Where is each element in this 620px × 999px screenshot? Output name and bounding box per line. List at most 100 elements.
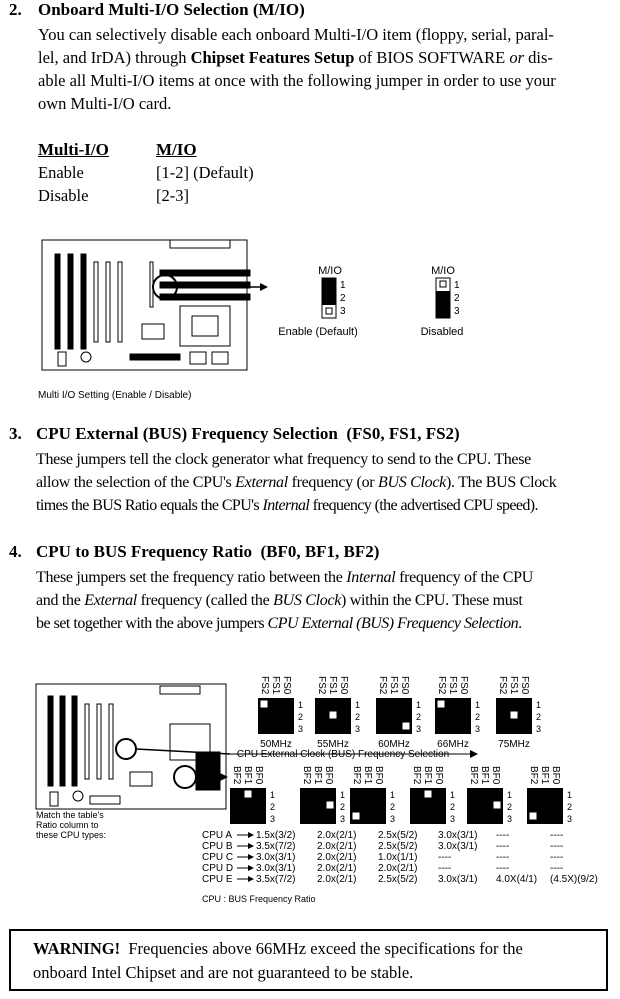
section-3-number: 3.: [9, 424, 22, 443]
fs-pin-label: 1: [536, 700, 541, 710]
match-note-line-2: Ratio column to: [36, 820, 99, 830]
fs-pin-label: 2: [475, 712, 480, 722]
sec3-line-2: allow the selection of the CPU's Externa…: [36, 474, 557, 491]
enable-pin-3: [325, 307, 333, 315]
ratio-cell: ----: [496, 852, 509, 863]
ratio-cell: 1.5x(3/2): [256, 830, 295, 841]
bf-label: BF2: [528, 766, 539, 785]
cpu-name: CPU C: [202, 852, 233, 863]
table-header-multi-io: Multi-I/O: [38, 140, 109, 159]
section-2-number: 2.: [9, 0, 22, 19]
bf-open-pin: [492, 800, 502, 810]
motherboard-drawing: [41, 239, 251, 371]
fs-pin-label: 3: [298, 724, 303, 734]
fs-pin-label: 2: [355, 712, 360, 722]
fs-pin-label: 2: [536, 712, 541, 722]
freq-label: 55MHz: [317, 739, 349, 750]
freq-caption: CPU External Clock (BUS) Frequency Selec…: [237, 749, 449, 760]
enable-jumper-cap: [322, 278, 336, 305]
bf-pin-label: 1: [450, 790, 455, 800]
fs-pin-label: 3: [416, 724, 421, 734]
fs-label: FS1: [327, 676, 338, 695]
ratio-cell: 3.0x(3/1): [438, 830, 477, 841]
freq-label: 60MHz: [378, 739, 410, 750]
ratio-cell: 3.5x(7/2): [256, 841, 295, 852]
ratio-cell: 2.0x(2/1): [317, 852, 356, 863]
ratio-cell: ----: [438, 852, 451, 863]
fs-label: FS2: [259, 676, 270, 695]
enable-pin-label-3: 3: [340, 306, 346, 317]
sec4-line-2: and the External frequency (called the B…: [36, 592, 523, 609]
warning-label: WARNING!: [33, 939, 121, 958]
bf-pin-label: 1: [390, 790, 395, 800]
section-2-title: Onboard Multi-I/O Selection (M/IO): [38, 0, 305, 19]
fs-open-pin: [509, 710, 519, 720]
ratio-cell: 2.5x(5/2): [378, 841, 417, 852]
cpu-arrowhead: [248, 876, 254, 882]
ratio-cell: 2.5x(5/2): [378, 874, 417, 885]
ratio-cell: 2.0x(2/1): [317, 841, 356, 852]
fs-pin-label: 2: [298, 712, 303, 722]
ratio-cell: ----: [496, 863, 509, 874]
motherboard-drawing-2: [35, 683, 227, 810]
bf-pin-label: 2: [270, 802, 275, 812]
match-note-line-1: Match the table's: [36, 810, 104, 820]
ratio-cell: (4.5X)(9/2): [550, 874, 598, 885]
ratio-cell: 2.0x(2/1): [378, 863, 417, 874]
ratio-cell: 2.0x(2/1): [317, 830, 356, 841]
section-3-title: CPU External (BUS) Frequency Selection (…: [36, 424, 460, 443]
bf-label: BF1: [362, 766, 373, 785]
bf-pin-label: 3: [450, 814, 455, 824]
bf-pin-label: 2: [390, 802, 395, 812]
mio-jumper-figure: M/IO 1 2 3 Enable (Default) M/IO 1 2 3 D…: [38, 239, 463, 401]
fs-callout-arrowhead: [470, 750, 478, 758]
disable-jumper-cap: [436, 291, 450, 318]
sec2-line-3: able all Multi-I/O items at once with th…: [38, 71, 556, 90]
bf-pin-label: 2: [567, 802, 572, 812]
ratio-cell: ----: [550, 852, 563, 863]
fs-label: FS1: [270, 676, 281, 695]
bf-label: BF1: [242, 766, 253, 785]
bf-pin-label: 1: [507, 790, 512, 800]
bf-label: BF0: [490, 766, 501, 785]
bf-pin-label: 3: [270, 814, 275, 824]
fs-open-pin: [259, 699, 269, 709]
bf-label: BF2: [411, 766, 422, 785]
bf-pin-label: 3: [507, 814, 512, 824]
figure-1-caption: Multi I/O Setting (Enable / Disable): [38, 390, 191, 401]
fs-label: FS1: [508, 676, 519, 695]
enable-pin-label-2: 2: [340, 293, 346, 304]
fs-pin-label: 1: [475, 700, 480, 710]
bf-label: BF0: [323, 766, 334, 785]
enable-jumper-label: M/IO: [318, 265, 342, 277]
bf-pin-label: 1: [270, 790, 275, 800]
disable-pin-label-1: 1: [454, 280, 460, 291]
bf-label: BF1: [422, 766, 433, 785]
ratio-cell: ----: [550, 830, 563, 841]
ratio-cell: 2.5x(5/2): [378, 830, 417, 841]
bf-callout-arrowhead: [220, 773, 228, 781]
cpu-arrowhead: [248, 843, 254, 849]
ratio-cell: 1.0x(1/1): [378, 852, 417, 863]
disable-pin-1: [439, 280, 447, 288]
bf-open-pin: [325, 800, 335, 810]
ratio-cell: ----: [438, 863, 451, 874]
ratio-cell: 3.5x(7/2): [256, 874, 295, 885]
fs-label: FS0: [519, 676, 530, 695]
table-row-enable-value: [1-2] (Default): [156, 163, 254, 182]
fs-callout-line: [135, 748, 231, 755]
bf-label: BF2: [231, 766, 242, 785]
